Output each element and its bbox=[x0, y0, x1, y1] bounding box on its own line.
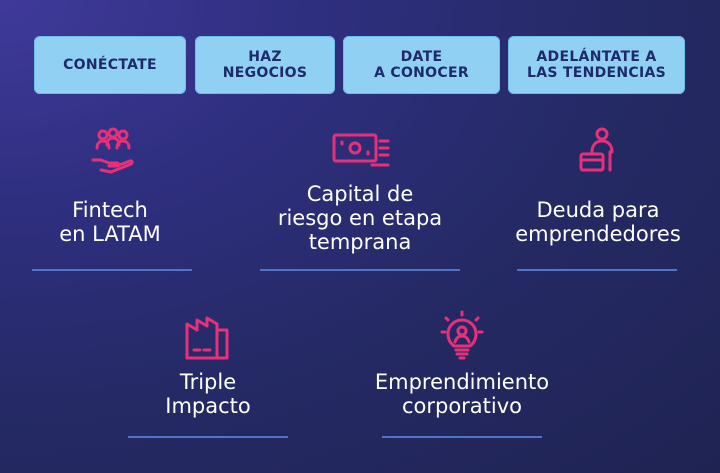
divider bbox=[382, 436, 542, 438]
hand-group-icon bbox=[89, 126, 137, 174]
topic-label-emprendimiento: Emprendimiento corporativo bbox=[374, 370, 550, 418]
tab-haz-negocios[interactable]: HAZ NEGOCIOS bbox=[195, 36, 335, 94]
topic-label-capital-riesgo: Capital de riesgo en etapa temprana bbox=[277, 182, 443, 254]
topic-label-fintech: Fintech en LATAM bbox=[59, 198, 161, 246]
topic-label-triple-impacto: Triple Impacto bbox=[165, 370, 251, 418]
banknote-icon bbox=[332, 131, 390, 171]
topic-label-deuda: Deuda para emprendedores bbox=[515, 198, 681, 246]
divider bbox=[32, 269, 192, 271]
divider bbox=[517, 269, 677, 271]
lightbulb-person-icon bbox=[440, 310, 484, 360]
divider bbox=[260, 269, 460, 271]
tab-conectate[interactable]: CONÉCTATE bbox=[34, 36, 186, 94]
tab-date-a-conocer[interactable]: DATE A CONOCER bbox=[343, 36, 500, 94]
factory-icon bbox=[184, 316, 230, 360]
tab-adelantate-a-las-tendencias[interactable]: ADELÁNTATE A LAS TENDENCIAS bbox=[508, 36, 685, 94]
divider bbox=[128, 436, 288, 438]
person-card-icon bbox=[578, 126, 622, 174]
